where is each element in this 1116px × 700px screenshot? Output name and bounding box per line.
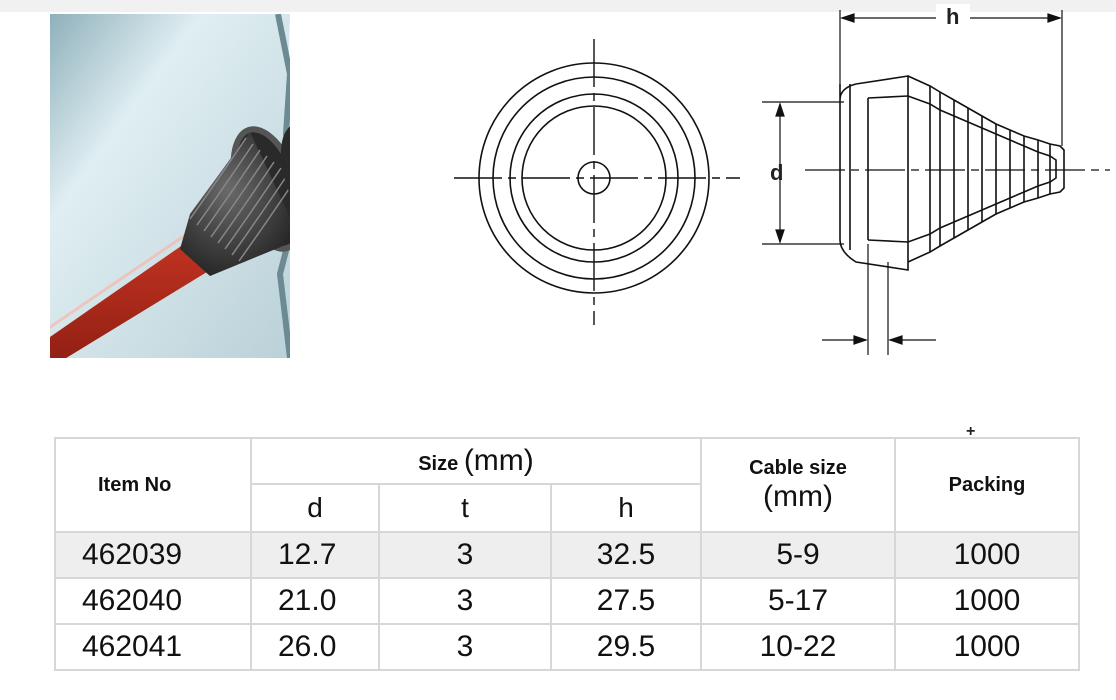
header-size-unit: (mm) [463, 444, 534, 477]
cell-t: 3 [378, 577, 552, 625]
front-view-drawing [454, 39, 740, 325]
cell-h: 29.5 [550, 623, 702, 671]
top-strip [0, 0, 1116, 12]
cell-cable: 10-22 [700, 623, 896, 671]
cell-packing: 1000 [894, 577, 1080, 625]
table-row: 462039 12.7 3 32.5 5-9 1000 [54, 531, 1080, 579]
side-view-drawing: d h [762, 4, 1110, 355]
header-size-label: Size [418, 453, 459, 475]
header-packing: Packing [894, 437, 1080, 533]
header-cable-size: Cable size (mm) [700, 437, 896, 533]
cell-h: 32.5 [550, 531, 702, 579]
d-dimension-label: d [770, 160, 783, 185]
table-row: 462041 26.0 3 29.5 10-22 1000 [54, 623, 1080, 671]
cell-packing: 1000 [894, 623, 1080, 671]
small-mark: + [966, 423, 976, 440]
header-item-no: Item No [54, 437, 252, 533]
cell-t: 3 [378, 531, 552, 579]
subheader-h: h [550, 483, 702, 533]
specification-table: Item No Size (mm) Cable size (mm) Packin… [54, 437, 1080, 671]
cell-d: 12.7 [250, 531, 380, 579]
header-cable-size-unit: (mm) [763, 479, 833, 513]
header-size: Size (mm) [250, 437, 702, 485]
cell-item: 462039 [54, 531, 252, 579]
cell-t: 3 [378, 623, 552, 671]
subheader-d: d [250, 483, 380, 533]
product-photo [50, 14, 290, 358]
table-row: 462040 21.0 3 27.5 5-17 1000 [54, 577, 1080, 625]
cell-d: 21.0 [250, 577, 380, 625]
cell-d: 26.0 [250, 623, 380, 671]
cell-cable: 5-17 [700, 577, 896, 625]
h-dimension-label: h [946, 4, 959, 29]
header-cable-size-label: Cable size [749, 456, 847, 479]
subheader-t: t [378, 483, 552, 533]
cell-item: 462040 [54, 577, 252, 625]
cell-h: 27.5 [550, 577, 702, 625]
cell-item: 462041 [54, 623, 252, 671]
cell-cable: 5-9 [700, 531, 896, 579]
cell-packing: 1000 [894, 531, 1080, 579]
